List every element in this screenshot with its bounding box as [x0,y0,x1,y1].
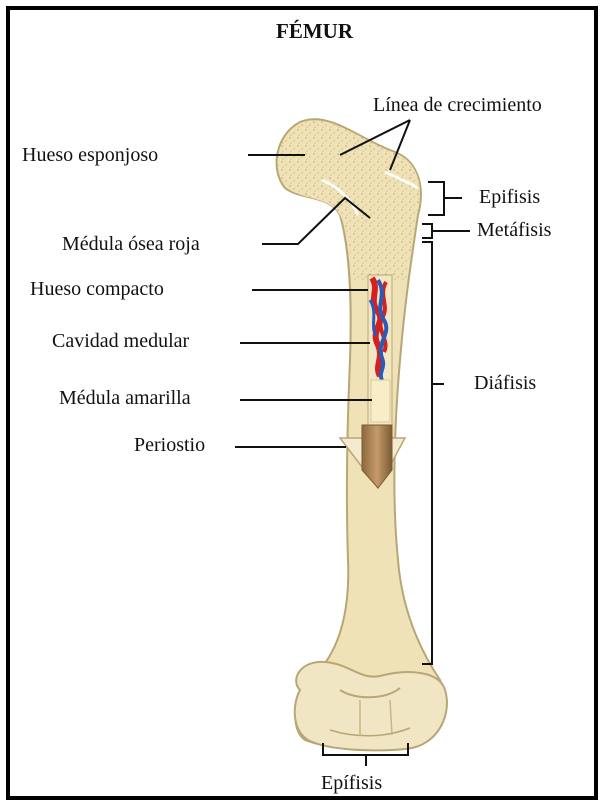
label-medullary-cavity: Cavidad medular [52,330,189,352]
label-compact-bone: Hueso compacto [30,278,164,300]
label-yellow-marrow: Médula amarilla [59,387,191,409]
label-spongy-bone: Hueso esponjoso [22,144,158,166]
label-growth-line: Línea de crecimiento [373,94,542,116]
label-red-marrow: Médula ósea roja [62,233,200,255]
label-metaphysis: Metáfisis [477,219,551,241]
label-periosteum: Periostio [134,434,205,456]
diagram-title: FÉMUR [276,20,353,42]
label-diaphysis: Diáfisis [474,372,536,394]
yellow-marrow [371,380,390,422]
label-epiphysis-bottom: Epífisis [321,772,382,794]
label-epiphysis-top: Epifisis [479,186,540,208]
